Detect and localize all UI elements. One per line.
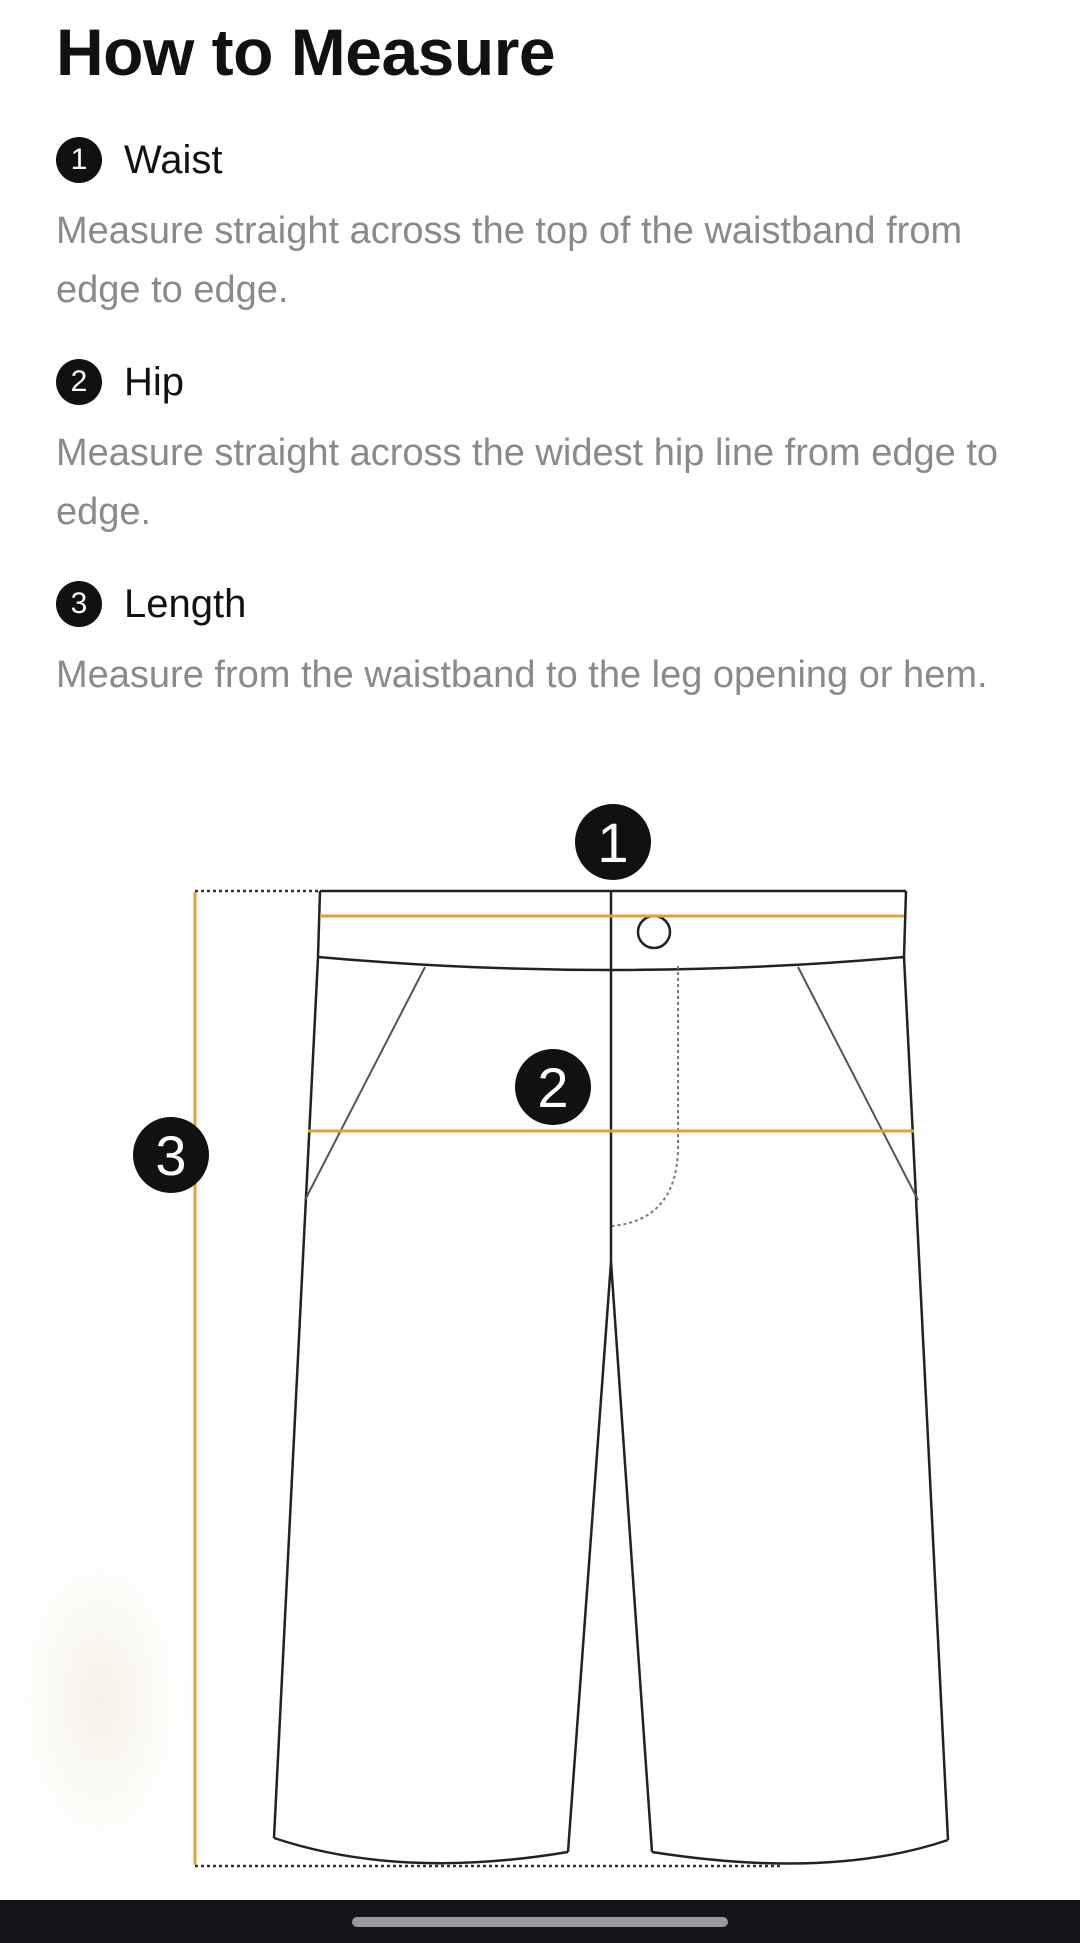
step-header: 1 Waist [56,130,1016,190]
step-number-badge: 3 [56,581,102,627]
waist-badge-label: 1 [597,811,628,874]
length-badge: 3 [133,1117,209,1193]
shorts-measurement-diagram: 1 2 3 [133,804,950,1868]
image-shadow [10,1540,190,1860]
pocket-lines [304,966,919,1201]
step-hip: 2 Hip Measure straight across the widest… [56,352,1016,542]
system-navigation-bar [0,1900,1080,1943]
hip-badge-label: 2 [537,1056,568,1119]
length-badge-label: 3 [155,1124,186,1187]
step-number-badge: 1 [56,137,102,183]
step-length: 3 Length Measure from the waistband to t… [56,574,1016,705]
fly-stitching [611,966,679,1227]
step-number-badge: 2 [56,359,102,405]
step-description: Measure straight across the widest hip l… [56,432,999,533]
step-title: Hip [124,359,185,404]
page-title: How to Measure [56,15,556,89]
step-description: Measure from the waistband to the leg op… [56,654,988,696]
measurement-lines [193,892,914,1865]
shorts-outline [272,889,950,1865]
hip-badge: 2 [515,1049,591,1125]
step-header: 2 Hip [56,352,1016,412]
home-indicator[interactable] [352,1917,728,1927]
step-title: Length [124,581,247,626]
step-description: Measure straight across the top of the w… [56,210,963,311]
step-header: 3 Length [56,574,1016,634]
waist-badge: 1 [575,804,651,880]
step-waist: 1 Waist Measure straight across the top … [56,130,1016,320]
step-title: Waist [124,137,223,182]
